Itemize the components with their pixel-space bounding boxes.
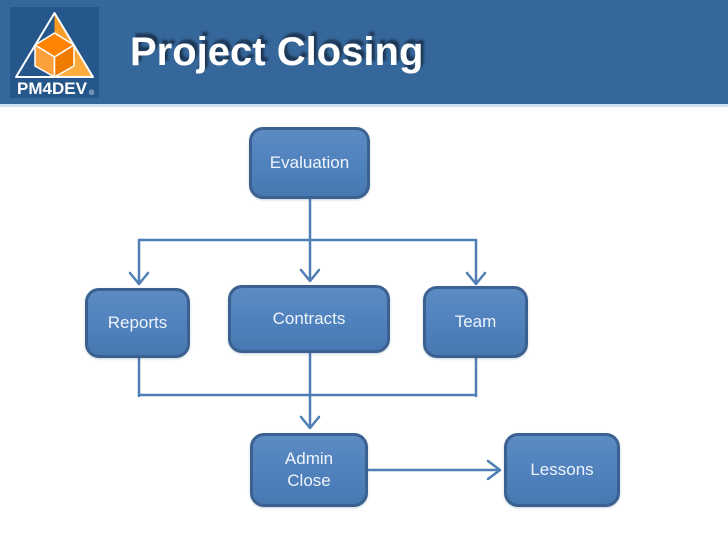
connector-lines: [128, 197, 502, 481]
page-title: Project Closing: [130, 29, 424, 74]
arrowhead-contracts: [299, 268, 321, 283]
node-lessons: Lessons: [504, 433, 620, 507]
arrowhead-lessons: [486, 459, 502, 481]
header-bar: PM4DEV ® Project Closing: [0, 0, 728, 107]
logo-brand-text: PM4DEV: [17, 79, 88, 98]
arrowhead-reports: [128, 271, 150, 286]
cube-right-face: [53, 44, 75, 78]
node-contracts: Contracts: [228, 285, 390, 353]
node-admin-close: Admin Close: [250, 433, 368, 507]
flowchart: Evaluation Reports Contracts Team Admin …: [0, 107, 728, 546]
pm4dev-logo: PM4DEV ®: [10, 7, 99, 98]
node-team: Team: [423, 286, 528, 358]
node-reports: Reports: [85, 288, 190, 358]
arrowhead-team: [465, 271, 487, 286]
pm4dev-logo-icon: PM4DEV ®: [15, 12, 95, 98]
arrowhead-admin-close: [299, 415, 321, 430]
node-evaluation: Evaluation: [249, 127, 370, 199]
logo-registered-mark: ®: [89, 89, 95, 97]
